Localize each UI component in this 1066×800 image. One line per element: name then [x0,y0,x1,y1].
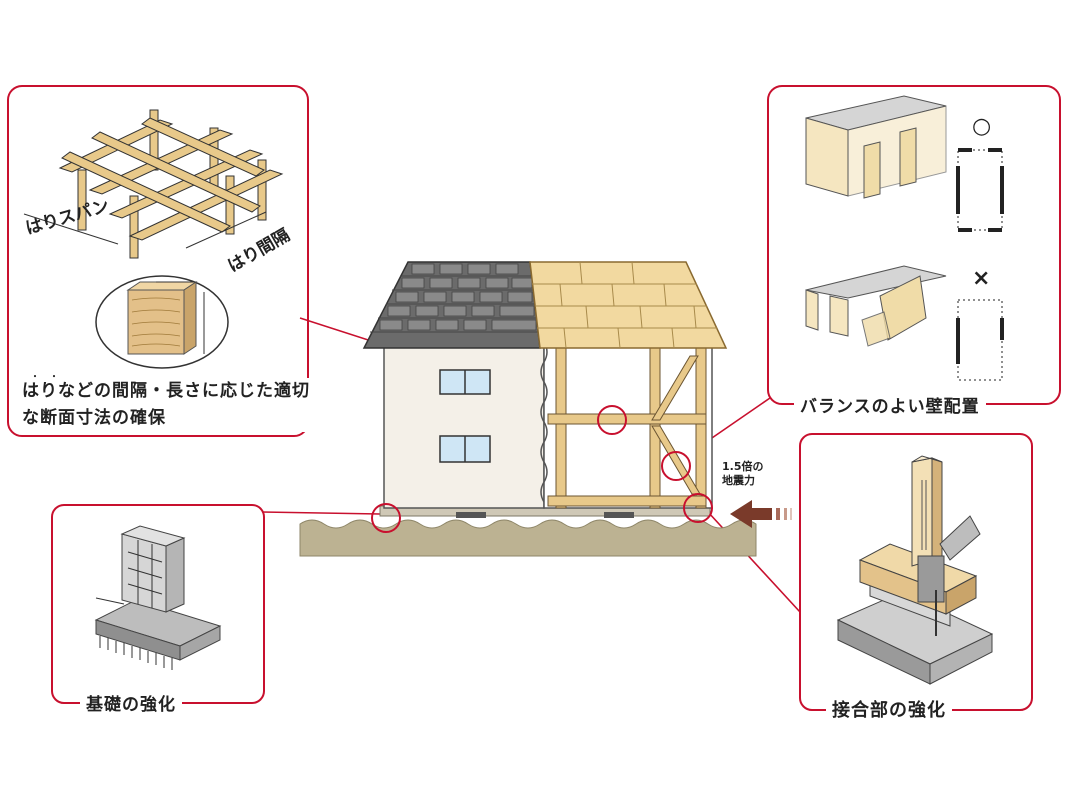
bad-mark: × [972,266,991,291]
beam-grid-icon [58,109,284,259]
roof-slate [362,261,541,349]
beam-panel [7,85,309,437]
wall-plan-views [956,148,1004,381]
foundation-connector [261,511,381,515]
foundation-highlight [371,503,401,533]
roof-sheathing [529,261,728,349]
foundation-rebar-icon [94,525,222,670]
hold-down-joint-icon [836,455,994,685]
timber-frame [547,343,707,509]
wall-box-icon [805,95,947,347]
emphasis-dots: ・・ [30,368,68,383]
beam-highlight [597,405,627,435]
foundation-caption: 基礎の強化 [80,690,182,715]
force-arrow-icon [730,500,792,528]
good-mark: ○ [972,114,992,139]
quake-force-label: 1.5倍の地震力 [722,460,764,487]
timber-section-icon [95,275,229,369]
wall-caption: バランスのよい壁配置 [794,392,986,417]
dimension-lines [23,211,267,249]
joint-highlight [683,493,713,523]
house-illustration [362,261,728,509]
windows [439,369,491,463]
house-wall [383,341,545,509]
highlight-circles [371,405,713,533]
joint-caption: 接合部の強化 [826,696,952,722]
brace-highlight [661,451,691,481]
beam-caption: はりなどの間隔・長さに応じた適切な断面寸法の確保 [22,378,312,432]
